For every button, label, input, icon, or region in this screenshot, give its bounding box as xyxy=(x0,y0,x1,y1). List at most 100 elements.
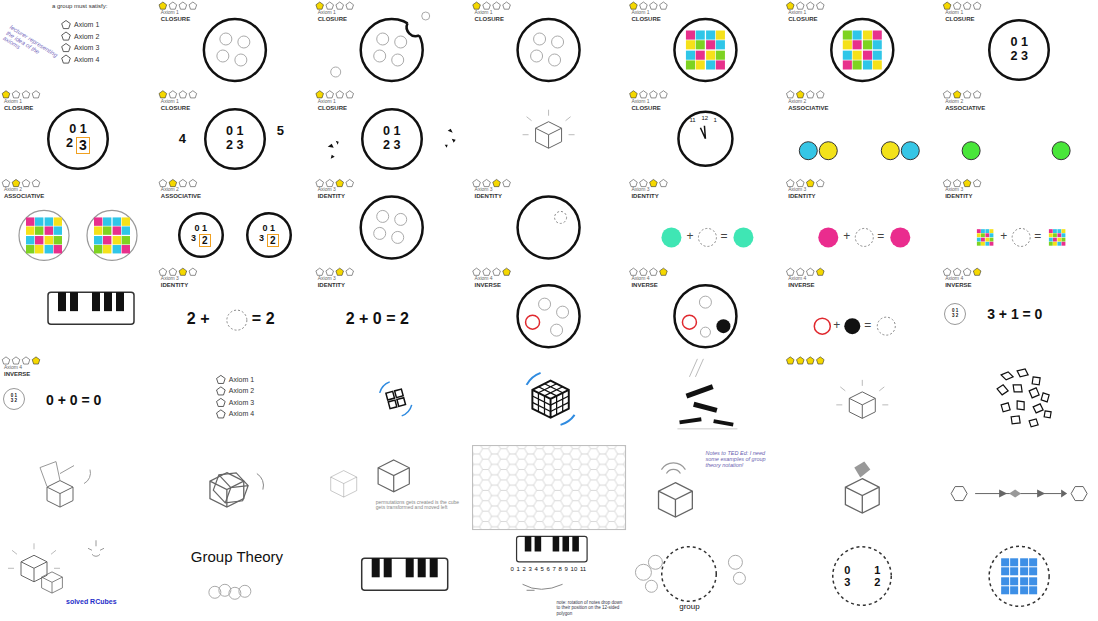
note-box-frame xyxy=(659,463,693,517)
piano-numbers-frame-part-part xyxy=(517,536,588,562)
circle-outline xyxy=(661,546,717,602)
axiom-heading: ASSOCIATIVE xyxy=(161,193,201,200)
box-transform-frame-part xyxy=(210,473,244,507)
clock-frame-part xyxy=(630,91,668,98)
node-text: 0 1 xyxy=(246,224,292,234)
closure-frame xyxy=(2,91,40,98)
identity-frame-part xyxy=(1049,229,1066,246)
axiom-tag: Axiom 1 xyxy=(631,99,649,105)
rotating-squares-frame xyxy=(380,382,412,416)
group-circles-frame-part-part xyxy=(728,555,742,569)
associative-frame-part-part xyxy=(1052,142,1070,160)
digit-box: 3 xyxy=(76,137,90,154)
outside-number: 5 xyxy=(277,124,284,139)
blue-grid-frame-part-part xyxy=(1001,567,1009,575)
cube-sketch-frame-part xyxy=(523,110,575,148)
hexagon-grid-frame xyxy=(473,446,626,530)
number-circle: 0 123 xyxy=(47,108,109,170)
associative-frame xyxy=(786,91,919,160)
axiom-heading: IDENTITY xyxy=(161,282,188,289)
circle-outline-shape xyxy=(662,547,717,602)
box-transform-frame-part xyxy=(257,474,264,490)
identity-frame-part xyxy=(855,228,873,246)
operator: = xyxy=(877,230,884,242)
axiom-heading: CLOSURE xyxy=(788,16,817,23)
axiom-tag: Axiom 3 xyxy=(475,187,493,193)
identity-frame xyxy=(159,268,247,330)
axiom-heading: IDENTITY xyxy=(945,193,972,200)
axiom-heading: INVERSE xyxy=(945,282,971,289)
rubiks-cube-frame-part-part xyxy=(532,381,568,418)
axiom-tag: Axiom 1 xyxy=(318,99,336,105)
all-axioms-frame-part xyxy=(786,357,824,364)
axiom-list-frame-part xyxy=(217,387,226,395)
inverse-frame-part-part xyxy=(557,306,569,318)
inverse-frame-part-part xyxy=(700,327,710,337)
inverse-frame-part xyxy=(682,315,696,329)
circle-outline xyxy=(47,108,109,170)
node-text: 0 1 xyxy=(47,123,109,137)
all-axioms-frame-part-part xyxy=(836,380,888,405)
moving-box-frame-part-part xyxy=(378,460,409,492)
operator: + xyxy=(686,230,693,242)
axiom-list-frame xyxy=(62,21,71,64)
equation: 2 + xyxy=(187,311,210,327)
identity-frame xyxy=(943,179,1065,246)
closure-frame-part xyxy=(473,2,511,9)
falling-bars-frame-part-part xyxy=(713,419,733,426)
closure-frame-part xyxy=(159,2,197,9)
clock-frame-part xyxy=(678,112,732,166)
axiom-item: Axiom 3 xyxy=(74,44,99,52)
axiom-tag: Axiom 3 xyxy=(161,276,179,282)
rotating-squares-frame-part-part xyxy=(395,389,404,398)
node-text: 3 xyxy=(79,137,87,153)
axiom-tag: Axiom 3 xyxy=(788,187,806,193)
node-text: 0 xyxy=(832,564,862,576)
axiom-tag: Axiom 2 xyxy=(161,187,179,193)
all-axioms-frame-part xyxy=(836,380,888,419)
exploding-cube-frame-part-part xyxy=(1017,401,1024,410)
operator: = xyxy=(864,319,871,331)
inverse-frame-part xyxy=(877,317,895,335)
closure-frame xyxy=(316,2,430,81)
digit-box: 2 xyxy=(267,234,279,247)
node-text: 2 3 xyxy=(204,139,266,153)
exploding-cube-frame-part-part xyxy=(1044,411,1051,418)
hexagon-arrow-frame-part xyxy=(999,490,1067,498)
inverse-frame xyxy=(786,268,895,335)
opening-box-frame-part-part xyxy=(47,481,73,508)
blue-grid-frame-part-part xyxy=(1010,586,1018,594)
inverse-frame-part-part xyxy=(539,298,551,310)
associative-frame-part xyxy=(962,142,1070,160)
solved-cubes-frame-part xyxy=(42,572,63,593)
opening-box-frame-part xyxy=(84,470,90,484)
closure-frame-part xyxy=(943,2,981,9)
exploding-cube-frame-part-part xyxy=(1017,369,1028,377)
number-circle: group xyxy=(661,546,717,602)
identity-frame-part xyxy=(786,179,824,186)
all-axioms-frame xyxy=(786,357,888,419)
closure-frame xyxy=(630,2,737,81)
inverse-frame-part xyxy=(630,268,668,275)
solved-cubes-frame-part-part xyxy=(8,543,60,568)
associative-frame-part-part xyxy=(799,142,817,160)
axiom-heading: INVERSE xyxy=(4,371,30,378)
piano-frame xyxy=(362,558,448,590)
associative-frame xyxy=(2,179,137,260)
blue-grid-frame-part-part xyxy=(1001,577,1009,585)
axiom-heading: IDENTITY xyxy=(318,193,345,200)
equation: 0 + 0 = 0 xyxy=(46,392,101,408)
number-circle: 0132 xyxy=(832,546,892,606)
axiom-heading: CLOSURE xyxy=(631,105,660,112)
exploding-cube-frame-part xyxy=(997,369,1051,427)
identity-frame-part xyxy=(661,227,681,247)
axiom-item: Axiom 2 xyxy=(229,387,254,395)
associative-frame-part xyxy=(159,179,197,186)
piano-frame-part xyxy=(362,558,448,590)
clock-frame-part xyxy=(700,126,705,139)
identity-frame-part xyxy=(361,196,423,258)
note-numbers: 0 1 2 3 4 5 6 7 8 9 10 11 xyxy=(511,566,587,573)
axiom-list-frame-part xyxy=(62,55,71,63)
clock-frame xyxy=(630,91,733,166)
